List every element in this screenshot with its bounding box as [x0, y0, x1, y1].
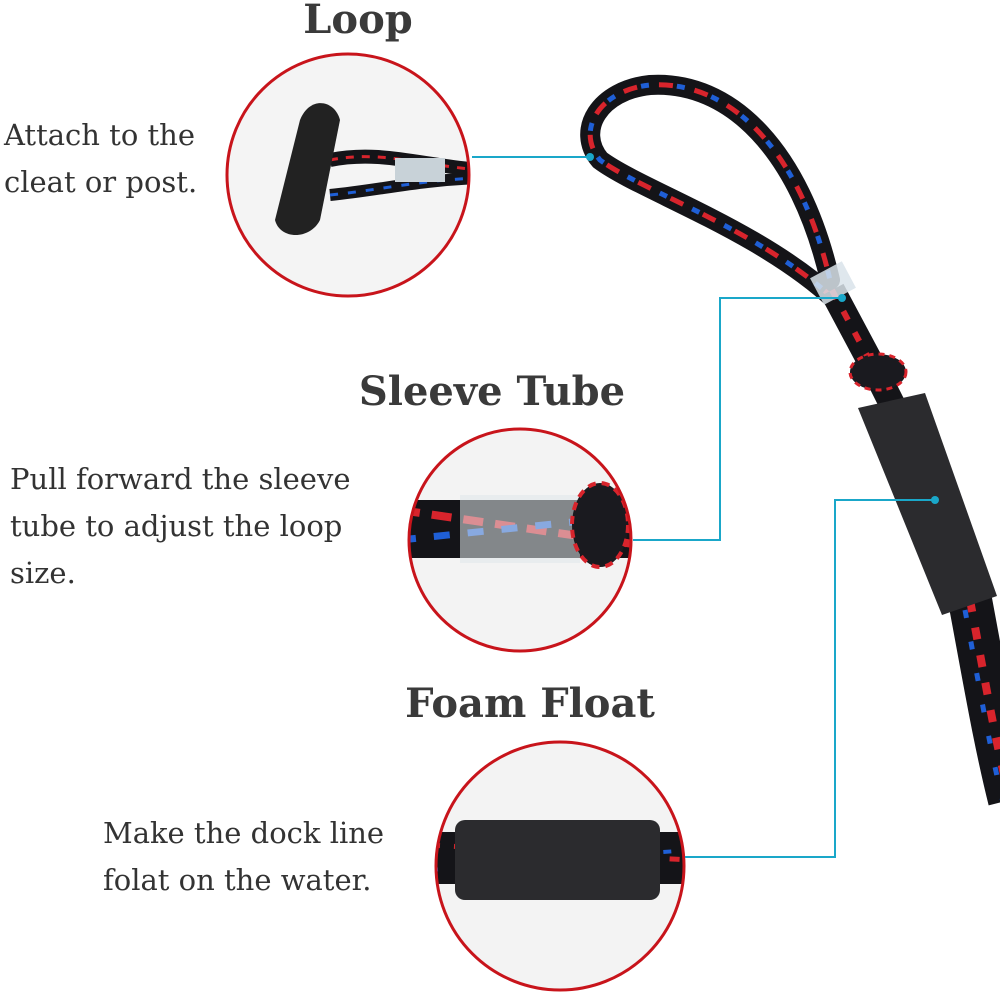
sleeve-connector — [633, 297, 842, 541]
desc-line: Attach to the — [4, 118, 195, 152]
sleeve-tube-title: Sleeve Tube — [358, 368, 626, 415]
foam-float-detail-photo — [436, 742, 684, 990]
sleeve-tube-detail-circle — [407, 427, 633, 653]
loop-title: Loop — [303, 0, 413, 43]
desc-line: size. — [10, 556, 76, 590]
sleeve-tube-detail-photo — [409, 429, 631, 651]
loop-description: Attach to the cleat or post. — [4, 112, 197, 206]
desc-line: tube to adjust the loop — [10, 509, 343, 543]
foam-float-detail-circle — [434, 740, 686, 992]
foam-float — [858, 393, 997, 615]
sleeve-tube — [810, 261, 856, 305]
dock-line-rope — [580, 74, 1000, 806]
loop-detail-photo — [227, 54, 469, 296]
float-connector — [685, 499, 935, 858]
sleeve-tube-description: Pull forward the sleeve tube to adjust t… — [10, 456, 351, 597]
foam-float-title: Foam Float — [405, 680, 655, 727]
whipping-knot — [848, 352, 908, 392]
loop-connector-dot — [586, 153, 594, 161]
loop-detail-circle — [225, 52, 471, 298]
desc-line: Make the dock line — [103, 816, 385, 850]
desc-line: cleat or post. — [4, 165, 198, 199]
desc-line: folat on the water. — [103, 863, 372, 897]
float-connector-dot — [931, 496, 939, 504]
foam-float-description: Make the dock line folat on the water. — [103, 810, 384, 904]
sleeve-connector-dot — [838, 294, 846, 302]
desc-line: Pull forward the sleeve — [10, 462, 351, 496]
